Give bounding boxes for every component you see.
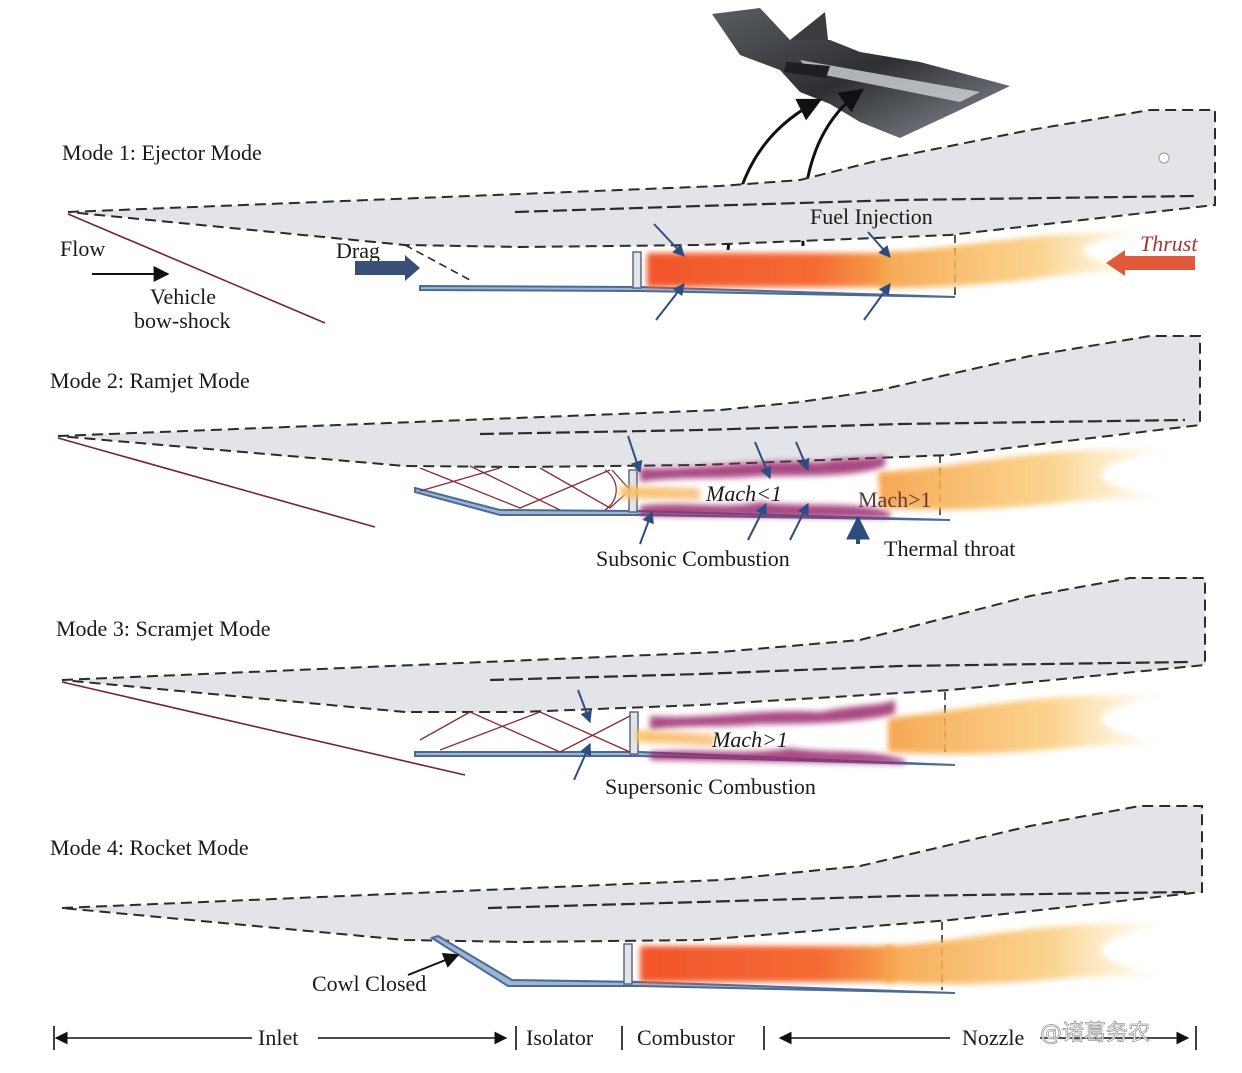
nozzle-label: Nozzle: [962, 1025, 1024, 1050]
drag-arrow-icon: [355, 255, 420, 281]
hypersonic-aircraft-icon: [712, 8, 1010, 138]
exhaust-plume: [885, 923, 1165, 985]
mode-title: Mode 4: Rocket Mode: [50, 835, 249, 860]
cowl-closed-arrow: [407, 952, 460, 976]
thrust-arrow-icon: [1106, 250, 1195, 276]
combustion-zone: [647, 253, 887, 287]
supersonic-combustion-zone: [650, 748, 905, 764]
vehicle-hull: [61, 805, 1203, 944]
supersonic-combustion-label: Supersonic Combustion: [605, 774, 816, 799]
rocket-combustion-zone: [640, 946, 895, 982]
vehicle-hull: [61, 577, 1206, 713]
supersonic-combustion-zone: [650, 700, 895, 730]
vehicle-hull: [57, 335, 1201, 469]
vehicle-hull: [67, 109, 1216, 249]
cowl: [414, 486, 951, 521]
inner-duct-line: [489, 660, 1191, 682]
mach-supersonic-label: Mach>1: [711, 727, 788, 752]
cowl-closed: [429, 934, 956, 994]
mode-2-ramjet: Mode 2: Ramjet Mode Mach<1 Mach>1 Subson…: [50, 335, 1201, 571]
bow-shock-line: [57, 437, 376, 528]
fuel-injection-label: Fuel Injection: [810, 204, 933, 229]
inner-duct-line: [479, 418, 1186, 436]
flow-label: Flow: [60, 236, 105, 261]
bow-shock-line: [67, 213, 326, 324]
exhaust-plume: [880, 231, 1150, 288]
mode-title: Mode 3: Scramjet Mode: [56, 616, 270, 641]
isolator-label: Isolator: [526, 1025, 594, 1050]
thrust-label: Thrust: [1140, 231, 1198, 256]
shock-train: [419, 711, 631, 753]
bow-shock-label: Vehicle: [150, 284, 216, 309]
fuel-jet: [620, 486, 700, 500]
subsonic-combustion-label: Subsonic Combustion: [596, 546, 790, 571]
inlet-label: Inlet: [258, 1025, 298, 1050]
inner-duct-line: [487, 890, 1189, 910]
mach-supersonic-label: Mach>1: [858, 487, 932, 512]
drag-label: Drag: [336, 238, 380, 263]
thermal-throat-label: Thermal throat: [884, 536, 1015, 561]
section-scale: Inlet Isolator Combustor Nozzle: [53, 1025, 1197, 1050]
fuel-jet: [636, 730, 715, 746]
mode-3-scramjet: Mode 3: Scramjet Mode Mach>1 Supersonic …: [56, 577, 1206, 799]
mach-subsonic-label: Mach<1: [705, 481, 782, 506]
cowl: [419, 284, 956, 298]
mode-title: Mode 1: Ejector Mode: [62, 140, 262, 165]
exhaust-plume: [888, 694, 1165, 755]
watermark: @诸葛务农: [1040, 1021, 1150, 1046]
combustor-label: Combustor: [637, 1025, 735, 1050]
cowl-closed-label: Cowl Closed: [312, 971, 426, 996]
bow-shock-label: bow-shock: [134, 308, 231, 333]
shock-train: [419, 465, 631, 511]
bow-shock-line: [61, 681, 466, 776]
isolator-grid: [623, 943, 633, 985]
mode-1-ejector: Mode 1: Ejector Mode Flow Vehicle bow-sh…: [60, 109, 1216, 333]
inner-duct-line: [514, 194, 1196, 214]
exhaust-plume: [878, 449, 1170, 510]
isolator-grid: [632, 251, 642, 289]
mode-4-rocket: Mode 4: Rocket Mode Cowl Closed: [50, 805, 1203, 996]
mode-title: Mode 2: Ramjet Mode: [50, 368, 250, 393]
